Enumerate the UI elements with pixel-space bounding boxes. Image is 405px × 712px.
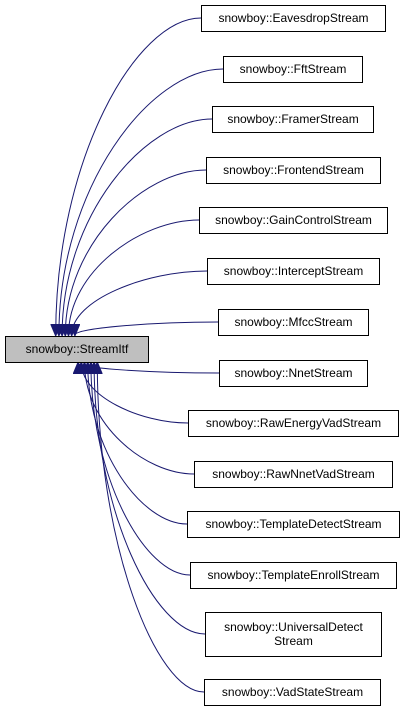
class-box (207, 258, 380, 285)
class-name-label: snowboy::FrontendStream (223, 163, 364, 177)
class-box (206, 157, 381, 184)
class-name-label: Stream (274, 634, 313, 648)
inheritance-arrow (59, 68, 224, 335)
class-name-label: snowboy::InterceptStream (224, 264, 363, 278)
derived-class-node[interactable]: snowboy::TemplateDetectStream (187, 511, 400, 538)
derived-class-node[interactable]: snowboy::GainControlStream (199, 207, 388, 234)
inheritance-arrow (91, 363, 191, 576)
class-box (219, 360, 368, 387)
inheritance-arrow (85, 363, 195, 475)
class-name-label: snowboy::StreamItf (26, 342, 129, 356)
class-nodes: snowboy::StreamItf snowboy::EavesdropStre… (5, 5, 400, 706)
inheritance-arrow (65, 169, 207, 335)
class-name-label: snowboy::TemplateEnrollStream (207, 568, 379, 582)
class-name-label: snowboy::UniversalDetect (224, 620, 363, 634)
class-box (190, 562, 397, 589)
inheritance-arrow (97, 363, 205, 693)
class-box (199, 207, 388, 234)
class-box (5, 336, 149, 363)
class-name-label: snowboy::EavesdropStream (218, 11, 368, 25)
derived-class-node[interactable]: snowboy::EavesdropStream (201, 5, 386, 32)
class-name-label: snowboy::NnetStream (234, 366, 352, 380)
inheritance-edges (56, 17, 224, 693)
class-box (187, 511, 400, 538)
class-box (223, 56, 363, 83)
inheritance-arrow (56, 17, 202, 335)
inheritance-arrow (72, 270, 208, 335)
inheritance-arrow (94, 363, 206, 635)
inheritance-arrow (62, 118, 213, 335)
inheritance-arrow (78, 363, 220, 373)
derived-class-node[interactable]: snowboy::TemplateEnrollStream (190, 562, 397, 589)
derived-class-node[interactable]: snowboy::RawNnetVadStream (194, 461, 393, 488)
class-box (194, 461, 393, 488)
inheritance-arrow (88, 363, 188, 525)
class-box (201, 5, 386, 32)
class-name-label: snowboy::GainControlStream (215, 213, 372, 227)
derived-class-node[interactable]: snowboy::NnetStream (219, 360, 368, 387)
base-class-node: snowboy::StreamItf (5, 336, 149, 363)
derived-class-node[interactable]: snowboy::VadStateStream (204, 679, 381, 706)
class-name-label: snowboy::FramerStream (227, 112, 358, 126)
derived-class-node[interactable]: snowboy::RawEnergyVadStream (188, 410, 399, 437)
class-name-label: snowboy::FftStream (240, 62, 347, 76)
class-box (212, 106, 374, 133)
derived-class-node[interactable]: snowboy::FrontendStream (206, 157, 381, 184)
inheritance-arrow (75, 321, 219, 335)
class-box (188, 410, 399, 437)
class-name-label: snowboy::RawEnergyVadStream (206, 416, 381, 430)
class-name-label: snowboy::RawNnetVadStream (212, 467, 375, 481)
inheritance-arrow (69, 219, 200, 335)
class-name-label: snowboy::VadStateStream (222, 685, 363, 699)
class-box (204, 679, 381, 706)
derived-class-node[interactable]: snowboy::FftStream (223, 56, 363, 83)
derived-class-node[interactable]: snowboy::MfccStream (218, 309, 369, 336)
class-box (218, 309, 369, 336)
class-name-label: snowboy::TemplateDetectStream (205, 517, 381, 531)
class-name-label: snowboy::MfccStream (234, 315, 352, 329)
inheritance-arrow (81, 363, 189, 424)
class-box (205, 612, 382, 657)
derived-class-node[interactable]: snowboy::InterceptStream (207, 258, 380, 285)
derived-class-node[interactable]: snowboy::FramerStream (212, 106, 374, 133)
